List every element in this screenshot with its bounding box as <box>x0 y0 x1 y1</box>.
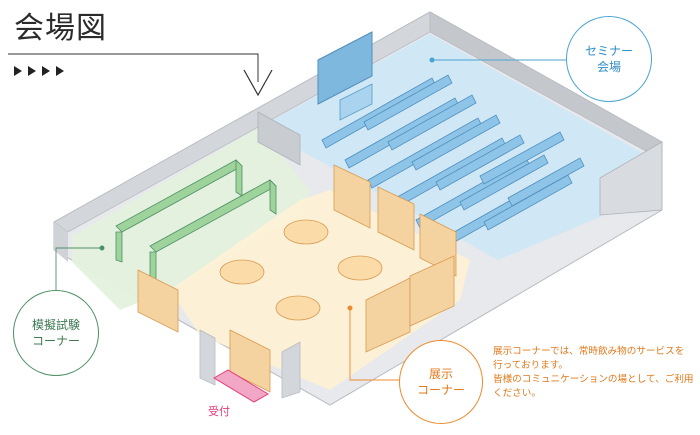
exam-leader <box>55 245 105 290</box>
front-wall-left <box>54 222 68 262</box>
exhibit-description-line: 行っております。 <box>493 359 569 371</box>
exhibit-zone-label: 展示 コーナー <box>399 340 483 424</box>
seminar-leader <box>429 57 566 63</box>
front-wall-bottom <box>199 329 216 386</box>
exhibit-description: 展示コーナーでは、常時飲み物のサービスを 行っております。 皆様のコミュニケーシ… <box>493 345 699 401</box>
seminar-podium <box>339 83 373 121</box>
exhibit-label-line2: コーナー <box>416 383 465 397</box>
exam-floor <box>72 128 310 310</box>
title-arrows <box>14 66 64 76</box>
seminar-zone-label: セミナー 会場 <box>566 16 652 102</box>
exam-zone-label: 模擬試験 コーナー <box>13 290 99 376</box>
divider-wall-front <box>599 141 663 216</box>
reception-desk <box>213 369 269 403</box>
exam-label-line2: コーナー <box>31 334 80 348</box>
seminar-screen <box>317 31 373 105</box>
title-underline <box>8 53 273 97</box>
exam-desks <box>115 159 277 283</box>
exhibit-leader <box>347 305 399 381</box>
divider-wall <box>257 111 301 166</box>
exam-label-line1: 模擬試験 <box>31 317 80 332</box>
page-title: 会場図 <box>14 11 107 46</box>
front-wall-bottom-2 <box>281 341 301 399</box>
seminar-label-line2: 会場 <box>596 60 621 74</box>
exhibit-label-line1: 展示 <box>428 366 453 381</box>
exhibit-panels <box>137 164 457 393</box>
exhibit-tables <box>219 219 383 321</box>
exhibit-description-line: 展示コーナーでは、常時飲み物のサービスを <box>493 346 685 357</box>
seminar-label-line1: セミナー <box>584 43 633 58</box>
reception-label: 受付 <box>208 405 230 418</box>
exhibit-description-line: ください。 <box>493 387 541 399</box>
exhibit-description-line: 皆様のコミュニケーションの場として、ご利用 <box>493 373 694 385</box>
